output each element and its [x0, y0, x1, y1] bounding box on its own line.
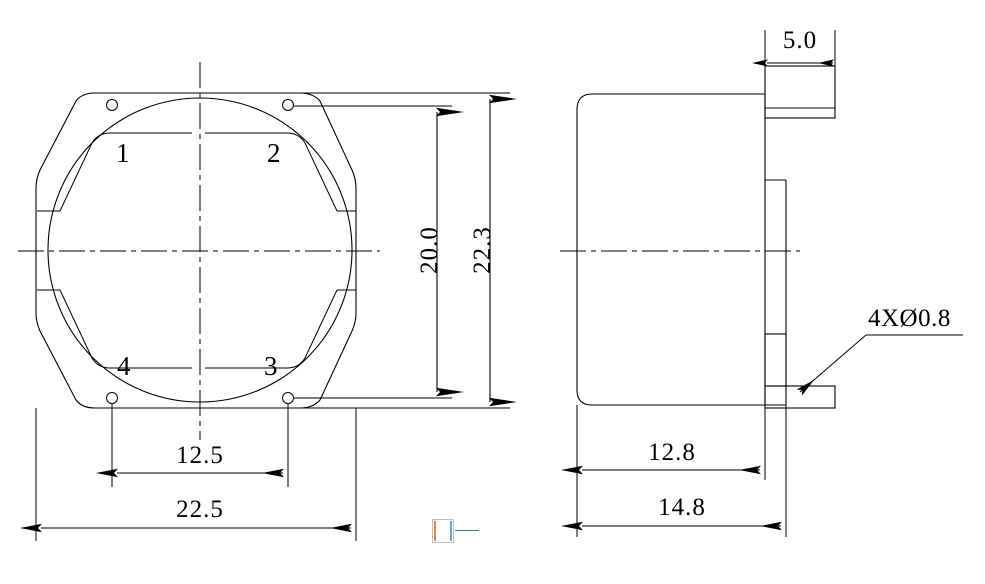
dimension-value-20-0: 20.0 [416, 226, 443, 274]
dimension-value-14-8: 14.8 [658, 494, 706, 521]
side-view-geometry [560, 65, 836, 409]
front-inner-wall-upper-right [205, 132, 338, 212]
front-inner-wall-lower-right [205, 289, 338, 369]
dimension-20-0: 20.0 [294, 105, 464, 399]
dimension-value-5-0: 5.0 [783, 27, 817, 54]
broken-image-placeholder-icon [432, 519, 454, 543]
side-top-tab [764, 65, 836, 119]
mounting-hole-2 [282, 99, 294, 111]
dimension-value-12-5: 12.5 [176, 442, 224, 469]
dimension-22-5: 22.5 [20, 408, 357, 541]
callout-leader-diagonal [796, 334, 867, 396]
side-bottom-flange [764, 333, 787, 387]
dimension-value-12-8: 12.8 [648, 439, 696, 466]
dimension-12-8: 12.8 [561, 405, 766, 480]
side-body-profile [576, 93, 765, 406]
callout-text: 4XØ0.8 [868, 305, 951, 332]
dimension-12-5: 12.5 [96, 404, 289, 487]
dimension-value-22-3: 22.3 [469, 226, 496, 274]
mounting-hole-1 [106, 99, 118, 111]
mounting-hole-4 [106, 392, 118, 404]
balloon-3: 3 [264, 351, 278, 381]
dimension-5-0: 5.0 [752, 27, 836, 70]
broken-image-glyph [434, 521, 452, 541]
balloon-2: 2 [267, 138, 281, 168]
balloon-1: 1 [116, 138, 130, 168]
dimension-14-8: 14.8 [561, 405, 787, 537]
callout-4x-dia-0-8: 4XØ0.8 [796, 305, 963, 396]
front-inner-wall-lower-left [59, 289, 192, 369]
dimension-value-22-5: 22.5 [176, 496, 224, 523]
watermark-trailing-line [455, 530, 479, 531]
mounting-hole-3 [282, 392, 294, 404]
front-view-geometry [18, 62, 380, 440]
balloon-4: 4 [117, 351, 131, 381]
dimension-22-3: 22.3 [300, 92, 517, 409]
